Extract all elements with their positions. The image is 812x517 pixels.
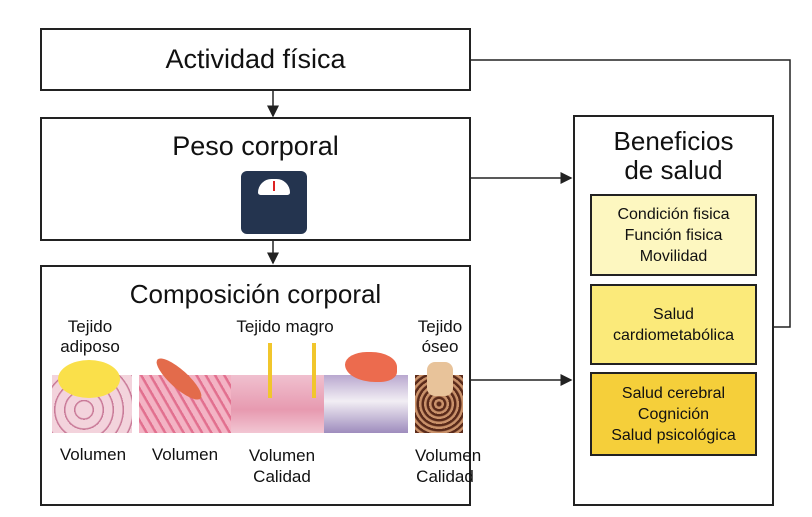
measure-adiposo: Volumen	[59, 445, 127, 464]
tissue-label-adiposo: Tejido adiposo	[60, 317, 120, 356]
measure-muscle: Volumen	[151, 445, 219, 464]
benefit-cardiometabolica: Salud cardiometabólica	[590, 284, 757, 365]
measure-magro: Volumen Calidad	[248, 446, 316, 486]
tissue-label-magro: Tejido magro	[236, 317, 334, 336]
connective-tissue-image	[231, 375, 324, 433]
organ-tissue-image	[324, 375, 408, 433]
tissue-label-oseo: Tejido óseo	[417, 317, 463, 356]
benefit-fisica: Condición fisica Función fisica Movilida…	[590, 194, 757, 276]
peso-title: Peso corporal	[172, 131, 339, 161]
measure-oseo: Volumen Calidad	[415, 446, 482, 486]
scale-needle	[273, 181, 275, 191]
bone-icon	[427, 362, 453, 396]
fat-cells-icon	[58, 360, 120, 398]
nerve-icon	[268, 343, 316, 398]
connector-actividad-beneficios	[470, 59, 791, 328]
peso-corporal-box: Peso corporal	[40, 117, 471, 241]
benefit-text: Salud cerebral Cognición Salud psicológi…	[611, 384, 736, 444]
actividad-title: Actividad física	[165, 44, 346, 74]
composicion-title: Composición corporal	[129, 279, 382, 309]
benefit-text: Condición fisica Función fisica Movilida…	[617, 205, 730, 265]
liver-icon	[345, 352, 397, 382]
benefit-text: Salud cardiometabólica	[613, 305, 734, 344]
bathroom-scale-icon	[241, 171, 307, 234]
beneficios-title: Beneficios de salud	[613, 126, 734, 185]
actividad-fisica-box: Actividad física	[40, 28, 471, 91]
benefit-cerebral: Salud cerebral Cognición Salud psicológi…	[590, 372, 757, 456]
